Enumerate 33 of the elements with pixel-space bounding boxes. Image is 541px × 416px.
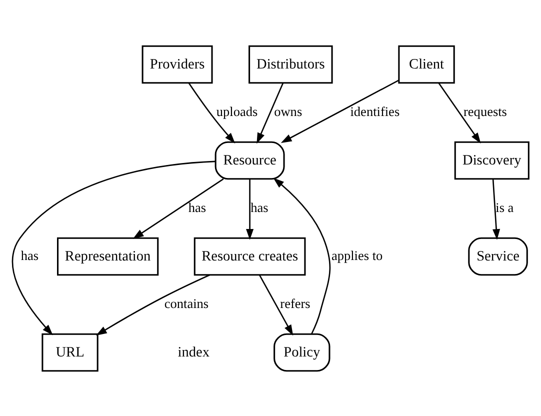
arrow [96, 274, 210, 335]
edge-label: applies to [331, 247, 383, 262]
label: index [178, 344, 210, 360]
node-box: Resource [214, 140, 285, 180]
node-box: Service [468, 236, 528, 276]
node-box: Discovery [454, 140, 530, 180]
edge-label: refers [280, 295, 310, 310]
edge-label: has [188, 199, 206, 214]
edge-label: is a [496, 199, 514, 214]
edge-label: requests [464, 103, 507, 118]
node-box: Providers [142, 44, 213, 84]
edge-label: identifies [350, 103, 400, 118]
node-box: URL [42, 332, 98, 372]
edge-label: has [20, 247, 39, 262]
arrow [246, 178, 254, 240]
node-box: Client [398, 44, 455, 84]
arrow [256, 82, 284, 144]
arrow [12, 160, 216, 335]
node-box: Resource creates [194, 236, 306, 276]
node-box: Distributors [248, 44, 333, 84]
arrow [188, 82, 236, 143]
arrow [273, 177, 331, 334]
edge-label: has [250, 199, 268, 214]
node-box: Representation [57, 236, 159, 276]
arrow [259, 274, 294, 336]
arrow [492, 178, 500, 240]
edge-label: owns [274, 103, 302, 118]
arrow [280, 79, 400, 142]
edge-label: contains [164, 295, 209, 310]
edge-label: uploads [216, 103, 258, 118]
arrow [438, 82, 481, 144]
node-box: Policy [274, 332, 330, 372]
arrow [132, 178, 224, 238]
